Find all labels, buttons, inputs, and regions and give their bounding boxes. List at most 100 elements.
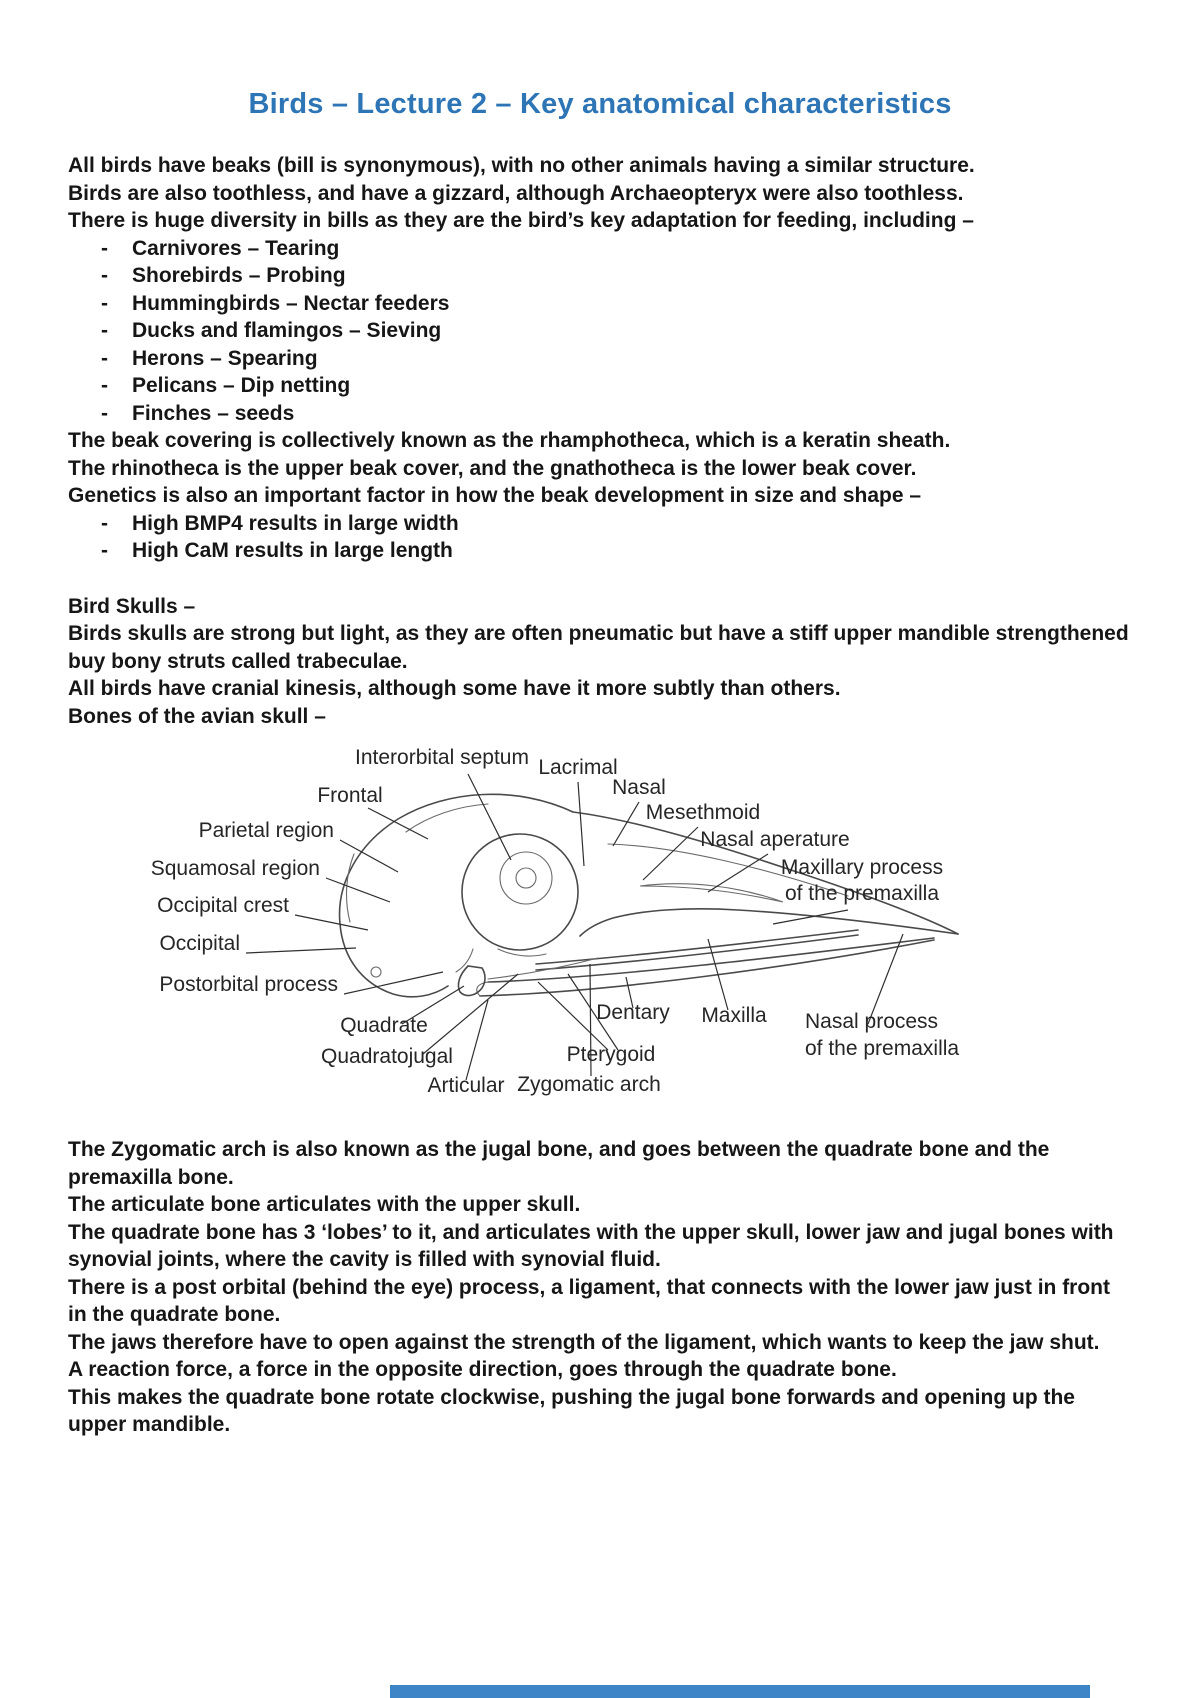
leader-line: [867, 933, 904, 1025]
postorbital-process-spike: [455, 948, 474, 973]
occipital-inner-line: [346, 853, 355, 923]
diagram-label: Postorbital process: [159, 973, 338, 996]
discussion-line-4: There is a post orbital (behind the eye)…: [68, 1275, 1111, 1327]
document-content: Birds – Lecture 2 – Key anatomical chara…: [0, 86, 1200, 1439]
diagram-label: Lacrimal: [538, 756, 617, 779]
leader-line: [537, 981, 609, 1051]
discussion-line-5: The jaws therefore have to open against …: [68, 1330, 1100, 1354]
discussion-line-1: The Zygomatic arch is also known as the …: [68, 1138, 1050, 1189]
leader-line: [401, 985, 465, 1025]
diagram-label: Articular: [427, 1074, 504, 1097]
leader-line: [422, 973, 519, 1055]
scleral-ring: [499, 851, 553, 905]
page-title: Birds – Lecture 2 – Key anatomical chara…: [248, 88, 952, 120]
list-item: Pelicans – Dip netting: [68, 372, 1132, 400]
skulls-line-1: Birds skulls are strong but light, as th…: [68, 622, 1129, 673]
leader-line: [343, 971, 444, 995]
leader-line: [245, 947, 357, 954]
pterygoid-line: [487, 957, 599, 980]
leader-line: [707, 853, 769, 893]
diagram-label: Squamosal region: [151, 857, 320, 880]
list-item: Hummingbirds – Nectar feeders: [68, 290, 1132, 318]
leader-line: [772, 909, 849, 925]
diagram-label: Zygomatic arch: [517, 1073, 661, 1096]
quadrate-bone: [457, 965, 486, 997]
lower-jaw-top: [487, 937, 935, 983]
leader-lines: [245, 773, 904, 1081]
upper-beak-top: [572, 811, 959, 935]
suborbital-line: [497, 948, 547, 957]
diagram-label: Occipital: [159, 932, 240, 955]
discussion-line-3: The quadrate bone has 3 ‘lobes’ to it, a…: [68, 1220, 1114, 1272]
diagram-label: Interorbital septum: [355, 746, 529, 769]
leader-line: [465, 999, 489, 1081]
diagram-label: Maxilla: [701, 1004, 767, 1027]
diagram-label: of the premaxilla: [805, 1037, 959, 1060]
diagram-label: Dentary: [596, 1001, 670, 1024]
list-item: Herons – Spearing: [68, 345, 1132, 373]
diagram-label: of the premaxilla: [785, 882, 939, 905]
diagram-label: Pterygoid: [567, 1043, 656, 1066]
list-item: Ducks and flamingos – Sieving: [68, 317, 1132, 345]
discussion-line-7: This makes the quadrate bone rotate cloc…: [68, 1385, 1075, 1437]
leader-line: [589, 963, 592, 1077]
skull-diagram-svg: Interorbital septum Lacrimal Nasal Meset…: [151, 746, 960, 1097]
diagram-label: Quadrate: [340, 1014, 428, 1037]
jugal-bar-bottom: [535, 934, 859, 971]
diagram-label: Nasal: [612, 776, 666, 799]
list-item: Carnivores – Tearing: [68, 235, 1132, 263]
leader-line: [707, 938, 729, 1011]
leader-line: [325, 877, 391, 903]
list-item: Finches – seeds: [68, 400, 1132, 428]
list-item: High BMP4 results in large width: [68, 510, 1132, 538]
bill-adaptations-list: Carnivores – Tearing Shorebirds – Probin…: [68, 235, 1132, 428]
diagram-labels: Interorbital septum Lacrimal Nasal Meset…: [151, 746, 960, 1097]
leader-line: [467, 773, 512, 861]
intro-line-3: There is huge diversity in bills as they…: [68, 209, 974, 232]
leader-line: [294, 914, 369, 931]
nasal-aperture: [639, 883, 784, 903]
culmen-line: [607, 843, 849, 897]
diagram-label: Nasal process: [805, 1010, 938, 1033]
leader-line: [642, 826, 699, 881]
diagram-label: Frontal: [317, 784, 382, 807]
beak-covering-line-3: Genetics is also an important factor in …: [68, 484, 922, 507]
lower-jaw-rear: [476, 981, 489, 997]
leader-line: [367, 807, 429, 840]
discussion-line-2: The articulate bone articulates with the…: [68, 1193, 581, 1216]
leader-line: [339, 839, 399, 873]
leader-line: [577, 781, 585, 867]
occipital-condyle: [370, 966, 382, 978]
section-gap: [68, 565, 1132, 593]
skulls-line-3: Bones of the avian skull –: [68, 704, 326, 728]
diagram-label: Occipital crest: [157, 894, 289, 917]
beak-covering-line-2: The rhinotheca is the upper beak cover, …: [68, 456, 917, 480]
intro-line-1: All birds have beaks (bill is synonymous…: [68, 154, 975, 177]
genetics-list: High BMP4 results in large width High Ca…: [68, 510, 1132, 565]
diagram-label: Quadratojugal: [321, 1045, 453, 1068]
jugal-bar-top: [535, 929, 859, 965]
leader-line: [567, 973, 619, 1051]
scleral-ring-inner: [515, 867, 537, 889]
diagram-label: Maxillary process: [781, 856, 943, 879]
intro-line-2: Birds are also toothless, and have a giz…: [68, 181, 964, 205]
skull-diagram: Interorbital septum Lacrimal Nasal Meset…: [68, 734, 1132, 1126]
skull-drawing: [338, 793, 959, 998]
diagram-label: Nasal aperature: [700, 828, 849, 851]
bird-skulls-heading: Bird Skulls –: [68, 594, 196, 618]
leader-line: [612, 801, 640, 847]
leader-line: [625, 976, 634, 1009]
footer-banner: [390, 1685, 1090, 1698]
discussion-line-6: A reaction force, a force in the opposit…: [68, 1358, 897, 1381]
list-item: High CaM results in large length: [68, 537, 1132, 565]
frontal-inner-line: [405, 803, 489, 833]
skulls-line-2: All birds have cranial kinesis, although…: [68, 677, 841, 700]
orbit: [461, 833, 579, 951]
list-item: Shorebirds – Probing: [68, 262, 1132, 290]
braincase-outline: [338, 793, 574, 998]
diagram-label: Parietal region: [199, 819, 334, 842]
upper-beak-bottom: [579, 908, 959, 937]
diagram-label: Mesethmoid: [646, 801, 760, 824]
beak-covering-line-1: The beak covering is collectively known …: [68, 429, 951, 452]
